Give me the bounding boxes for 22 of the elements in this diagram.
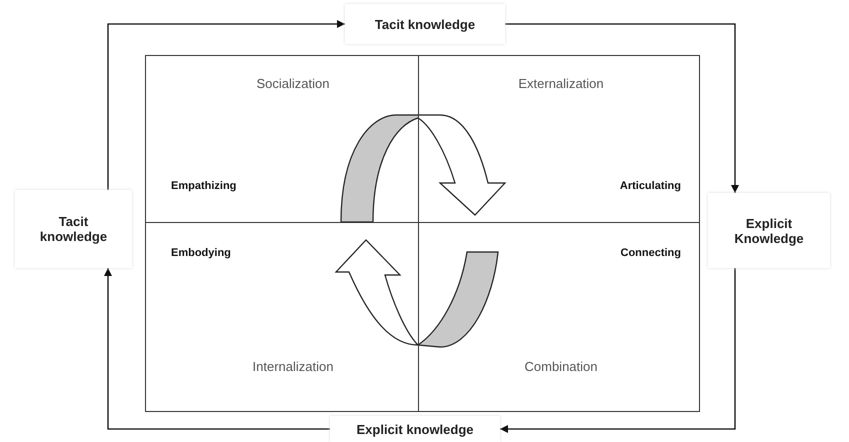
arrow bbox=[107, 20, 345, 190]
process-label: Connecting bbox=[620, 247, 681, 259]
curved-block-arrow bbox=[335, 239, 499, 348]
knowledge-label: Explicit knowledge bbox=[356, 422, 474, 436]
arrow bbox=[500, 268, 736, 433]
mode-title: Socialization bbox=[256, 76, 330, 91]
arrow bbox=[505, 23, 739, 193]
quadrant-panel bbox=[145, 222, 419, 412]
mode-title: Internalization bbox=[252, 359, 334, 374]
mode-title: Combination bbox=[524, 359, 598, 374]
process-label: Empathizing bbox=[171, 180, 236, 192]
arrow bbox=[104, 268, 330, 430]
curved-block-arrow bbox=[340, 114, 506, 223]
knowledge-label: Tacit knowledge bbox=[374, 16, 476, 32]
quadrant-panel bbox=[145, 55, 419, 223]
mode-title: Externalization bbox=[518, 76, 604, 91]
knowledge-label: Tacit knowledge bbox=[38, 214, 108, 244]
quadrant-panel bbox=[418, 222, 700, 412]
knowledge-label: Explicit Knowledge bbox=[733, 216, 805, 246]
process-label: Articulating bbox=[620, 180, 681, 192]
process-label: Embodying bbox=[171, 247, 231, 259]
quadrant-panel bbox=[418, 55, 700, 223]
